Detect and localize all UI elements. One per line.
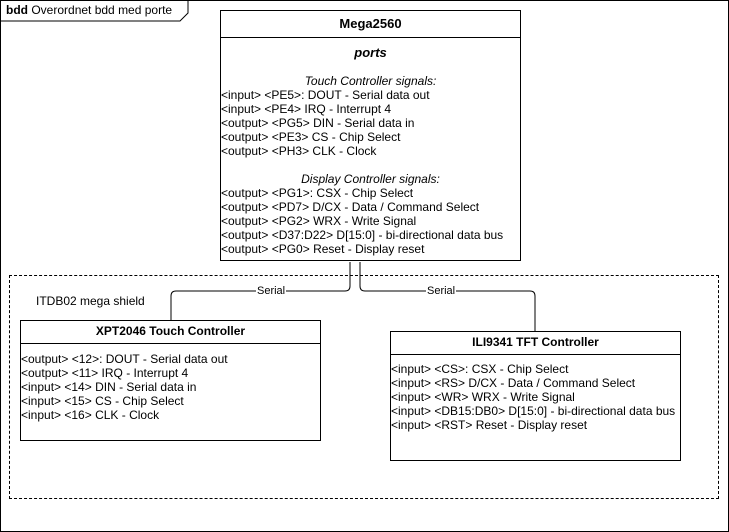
compartment-divider <box>221 37 520 38</box>
port-line: <output> <PG0> Reset - Display reset <box>221 242 425 256</box>
frame-label: bdd Overordnet bdd med porte <box>6 3 172 17</box>
block-tft-controller[interactable]: ILI9341 TFT Controller <input> <CS>: CSX… <box>390 331 681 461</box>
compartment-divider <box>391 354 680 355</box>
port-line: <output> <11> IRQ - Interrupt 4 <box>21 366 189 380</box>
port-line: <output> <12>: DOUT - Serial data out <box>21 352 228 366</box>
port-line: <input> <PE4> IRQ - Interrupt 4 <box>221 102 392 116</box>
port-line: <input> <RS> D/CX - Data / Command Selec… <box>391 376 636 390</box>
port-line: <input> <RST> Reset - Display reset <box>391 418 588 432</box>
port-line: <output> <PG2> WRX - Write Signal <box>221 214 417 228</box>
block-title: XPT2046 Touch Controller <box>95 324 246 338</box>
port-line: <output> <D37:D22> D[15:0] - bi-directio… <box>221 228 504 242</box>
compartment-divider <box>21 343 320 344</box>
frame-name: Overordnet bdd med porte <box>31 3 173 17</box>
port-line: <input> <15> CS - Chip Select <box>21 394 184 408</box>
port-line: <output> <PG5> DIN - Serial data in <box>221 116 415 130</box>
display-signals-heading: Display Controller signals: <box>301 172 440 186</box>
connector-label-touch: Serial <box>256 285 287 297</box>
port-line: <input> <WR> WRX - Write Signal <box>391 390 575 404</box>
port-line: <input> <14> DIN - Serial data in <box>21 380 197 394</box>
port-line: <input> <CS>: CSX - Chip Select <box>391 362 569 376</box>
block-title: ILI9341 TFT Controller <box>472 335 599 349</box>
block-touch-controller[interactable]: XPT2046 Touch Controller <output> <12>: … <box>20 320 321 441</box>
frame-keyword: bdd <box>6 3 28 17</box>
shield-boundary <box>9 275 719 499</box>
port-line: <output> <PH3> CLK - Clock <box>221 144 377 158</box>
port-line: <input> <PE5>: DOUT - Serial data out <box>221 88 430 102</box>
block-title: Mega2560 <box>339 16 402 31</box>
port-line: <output> <PG1>: CSX - Chip Select <box>221 186 414 200</box>
shield-label: ITDB02 mega shield <box>36 294 145 308</box>
block-mega2560[interactable]: Mega2560 ports Touch Controller signals:… <box>220 10 521 261</box>
port-line: <output> <PD7> D/CX - Data / Command Sel… <box>221 200 480 214</box>
port-line: <input> <16> CLK - Clock <box>21 408 160 422</box>
connector-label-tft: Serial <box>426 285 457 297</box>
port-line: <output> <PE3> CS - Chip Select <box>221 130 401 144</box>
compartment-heading: ports <box>354 45 387 60</box>
port-line: <input> <DB15:DB0> D[15:0] - bi-directio… <box>391 404 676 418</box>
touch-signals-heading: Touch Controller signals: <box>304 74 437 88</box>
